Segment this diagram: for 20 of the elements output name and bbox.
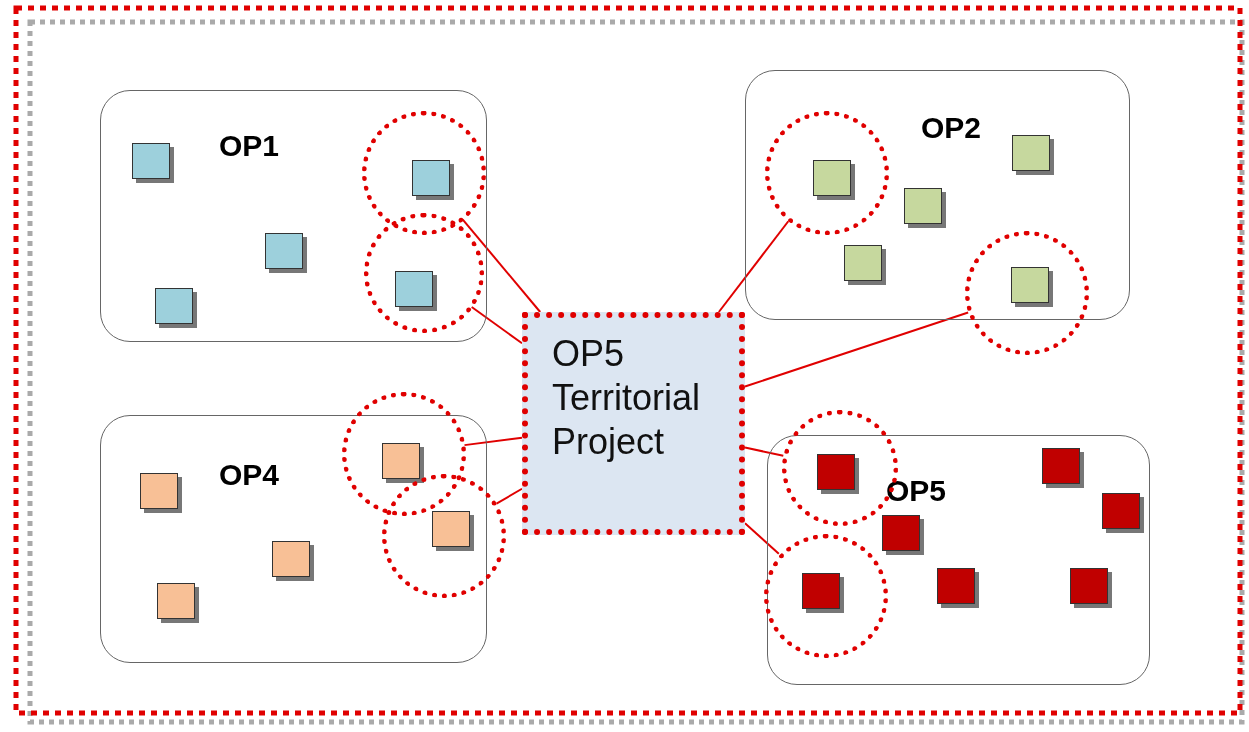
dotted-circle <box>765 111 889 235</box>
project-box: OP5 Territorial Project <box>522 312 745 535</box>
dotted-circle <box>764 534 888 658</box>
dotted-circle <box>382 474 506 598</box>
group-label: OP2 <box>921 111 982 145</box>
connector-line <box>744 311 970 388</box>
group-label: OP5 <box>886 474 947 508</box>
connector-line <box>744 446 785 457</box>
group-label: OP4 <box>219 458 280 492</box>
connector-line <box>470 306 523 345</box>
group-box <box>100 90 487 342</box>
connector-line <box>463 436 523 447</box>
connector-line <box>495 487 523 505</box>
connector-line <box>717 220 790 313</box>
connector-line <box>461 218 542 313</box>
connector-line <box>744 522 780 555</box>
group-box <box>767 435 1150 685</box>
dotted-circle <box>362 111 486 235</box>
group-label: OP1 <box>219 129 280 163</box>
dotted-circle <box>364 213 484 333</box>
